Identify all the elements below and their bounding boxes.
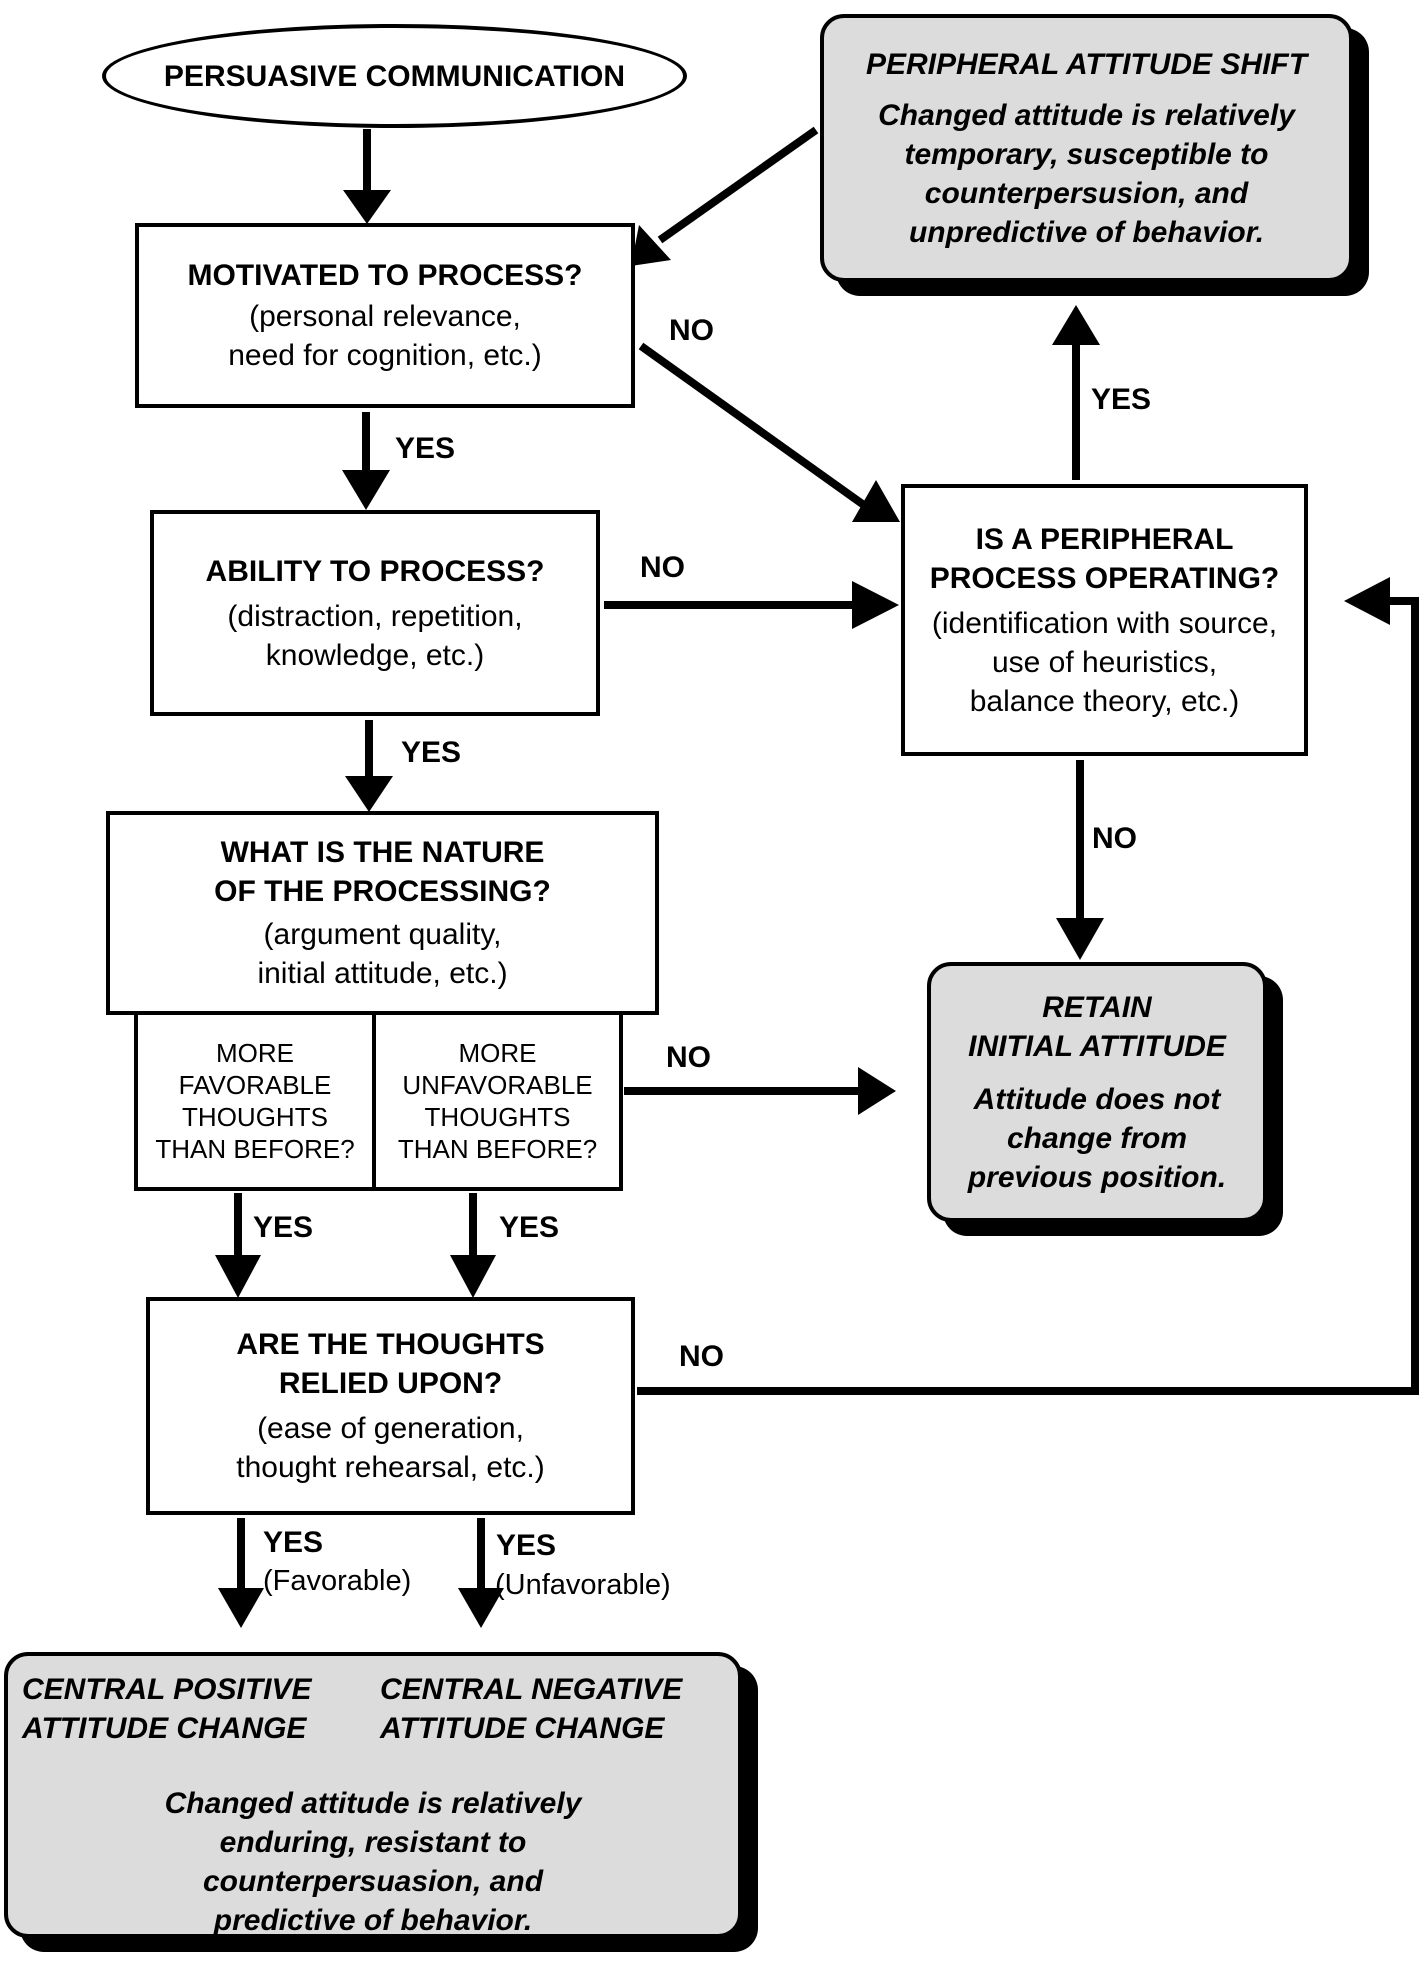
node-title: ATTITUDE CHANGE [380, 1712, 665, 1745]
node-title: RETAIN [1042, 990, 1152, 1024]
node-detail: use of heuristics, [991, 645, 1218, 679]
node-description: Attitude does not [973, 1082, 1221, 1116]
node-detail: (personal relevance, [249, 300, 521, 333]
node-title: CENTRAL POSITIVE [22, 1673, 312, 1706]
arrowhead [858, 1067, 896, 1115]
edge-label-yes: YES [253, 1211, 314, 1244]
node-description: Changed attitude is relatively [878, 98, 1295, 132]
edge-label-yes: YES [499, 1211, 560, 1244]
node-nature-of-processing: WHAT IS THE NATURE OF THE PROCESSING? (a… [106, 811, 659, 1015]
edge-label-no: NO [669, 314, 714, 347]
node-title: PROCESS OPERATING? [929, 561, 1280, 595]
node-title: MOTIVATED TO PROCESS? [187, 259, 583, 292]
node-peripheral-attitude-shift: PERIPHERAL ATTITUDE SHIFT Changed attitu… [820, 14, 1353, 282]
arrowhead [852, 581, 899, 629]
edge-label-yes: YES [496, 1529, 557, 1562]
node-description: previous position. [967, 1160, 1227, 1194]
node-motivated-to-process: MOTIVATED TO PROCESS? (personal relevanc… [135, 223, 635, 408]
node-text: THOUGHTS [182, 1102, 328, 1132]
arrowhead [1052, 305, 1100, 345]
central-negative-heading: CENTRAL NEGATIVE ATTITUDE CHANGE [380, 1670, 682, 1748]
node-title: WHAT IS THE NATURE [220, 836, 545, 869]
node-description: counterpersusion, and [924, 176, 1249, 210]
node-description: Changed attitude is relatively [164, 1787, 582, 1820]
edge-label-unfavorable: (Unfavorable) [495, 1569, 671, 1601]
node-detail: need for cognition, etc.) [228, 339, 542, 372]
arrowhead [1344, 577, 1390, 625]
central-positive-heading: CENTRAL POSITIVE ATTITUDE CHANGE [22, 1670, 311, 1748]
node-detail: balance theory, etc.) [969, 684, 1240, 718]
edge-shift-to-motivated [657, 126, 819, 244]
node-thoughts-relied-upon: ARE THE THOUGHTS RELIED UPON? (ease of g… [146, 1297, 635, 1515]
arrowhead [342, 470, 390, 510]
edge-motivated-no-to-peripheral [638, 342, 871, 512]
node-description: unpredictive of behavior. [908, 215, 1265, 249]
node-title: IS A PERIPHERAL [975, 522, 1234, 556]
node-text: MORE [458, 1038, 537, 1068]
arrowhead [852, 480, 900, 522]
arrowhead [215, 1255, 261, 1298]
node-detail: (identification with source, [931, 606, 1278, 640]
edge-relied-no-to-peripheral [637, 597, 1419, 1395]
arrowhead [458, 1588, 504, 1628]
node-text: UNFAVORABLE [402, 1070, 593, 1100]
node-description: enduring, resistant to [219, 1826, 527, 1859]
node-detail: knowledge, etc.) [265, 638, 485, 672]
edge-label-yes: YES [401, 736, 462, 769]
node-detail: (argument quality, [263, 918, 502, 951]
node-text: THAN BEFORE? [397, 1134, 598, 1164]
node-text: FAVORABLE [178, 1070, 332, 1100]
node-description: temporary, susceptible to [904, 137, 1269, 171]
arrowhead [345, 776, 393, 812]
edge-label-yes: YES [1091, 383, 1152, 416]
node-description: counterpersuasion, and [202, 1865, 544, 1898]
node-ability-to-process: ABILITY TO PROCESS? (distraction, repeti… [150, 510, 600, 716]
central-description: Changed attitude is relatively enduring,… [8, 1784, 738, 1940]
node-title: RELIED UPON? [278, 1367, 503, 1400]
node-detail: (ease of generation, [257, 1412, 524, 1445]
node-detail: initial attitude, etc.) [257, 957, 508, 990]
edge-label-no: NO [666, 1041, 711, 1074]
node-title: ABILITY TO PROCESS? [205, 554, 545, 588]
edge-label-yes: YES [263, 1526, 324, 1559]
node-more-unfavorable-thoughts: MORE UNFAVORABLE THOUGHTS THAN BEFORE? [372, 1011, 623, 1191]
node-retain-initial-attitude: RETAIN INITIAL ATTITUDE Attitude does no… [927, 962, 1267, 1222]
arrowhead [218, 1588, 264, 1628]
arrowhead [631, 225, 671, 266]
arrowhead [343, 190, 391, 224]
edge-label-no: NO [640, 551, 685, 584]
node-text: THOUGHTS [424, 1102, 571, 1132]
edge-label-yes: YES [395, 432, 456, 465]
edge-label-no: NO [679, 1340, 724, 1373]
arrowhead [450, 1255, 496, 1298]
node-text: THAN BEFORE? [155, 1134, 355, 1164]
node-title: PERIPHERAL ATTITUDE SHIFT [865, 47, 1308, 81]
node-title: OF THE PROCESSING? [214, 875, 551, 908]
node-title: ATTITUDE CHANGE [22, 1712, 307, 1745]
node-title: CENTRAL NEGATIVE [380, 1673, 683, 1706]
node-persuasive-communication: PERSUASIVE COMMUNICATION [102, 24, 687, 128]
node-title: INITIAL ATTITUDE [968, 1029, 1226, 1063]
node-detail: (distraction, repetition, [227, 599, 523, 633]
node-peripheral-process-operating: IS A PERIPHERAL PROCESS OPERATING? (iden… [901, 484, 1308, 756]
node-detail: thought rehearsal, etc.) [236, 1451, 545, 1484]
node-central-attitude-change: CENTRAL POSITIVE ATTITUDE CHANGE CENTRAL… [4, 1652, 742, 1938]
node-text: MORE [216, 1038, 294, 1068]
node-title: PERSUASIVE COMMUNICATION [163, 59, 626, 93]
edge-label-favorable: (Favorable) [263, 1565, 412, 1597]
edge-label-no: NO [1092, 822, 1137, 855]
arrowhead [1056, 918, 1104, 960]
node-more-favorable-thoughts: MORE FAVORABLE THOUGHTS THAN BEFORE? [134, 1011, 376, 1191]
node-title: ARE THE THOUGHTS [236, 1328, 545, 1361]
node-description: predictive of behavior. [213, 1904, 533, 1937]
node-description: change from [1006, 1121, 1188, 1155]
